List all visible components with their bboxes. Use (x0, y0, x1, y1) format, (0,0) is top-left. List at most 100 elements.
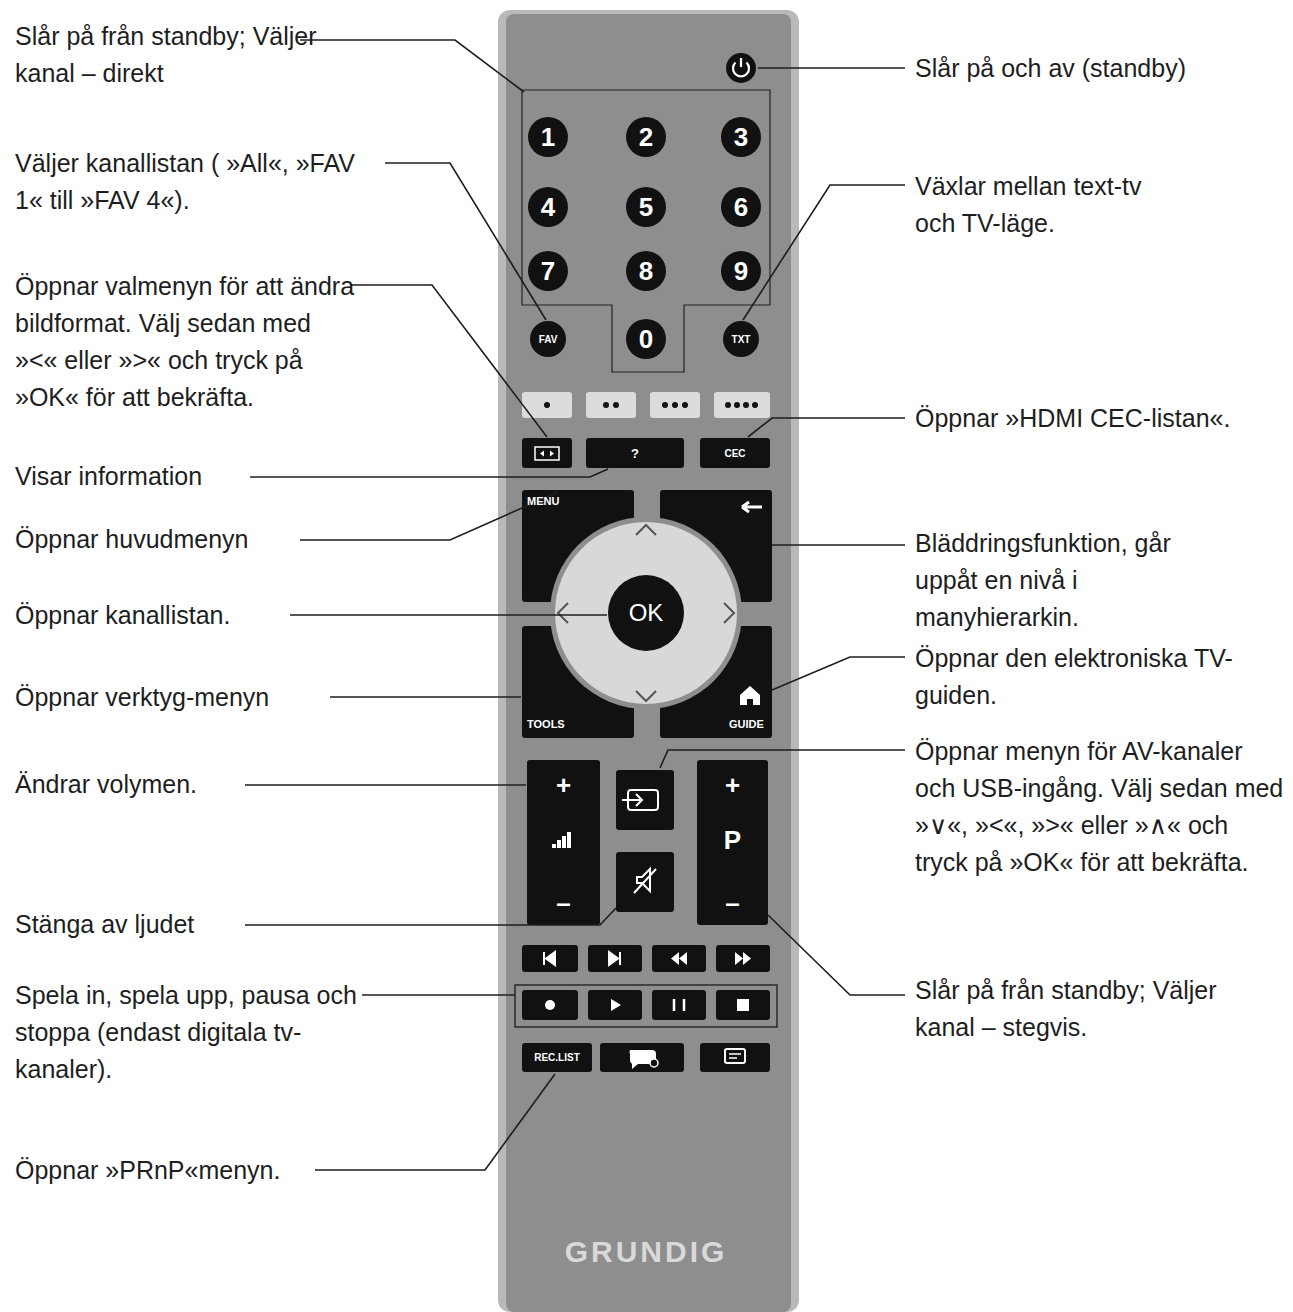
navigation-block (608, 575, 684, 651)
media-buttons (522, 990, 578, 1020)
number-grid (626, 187, 666, 227)
number-grid (723, 321, 759, 357)
navigation-block (558, 603, 568, 623)
volume-program-block (616, 852, 674, 912)
number-grid (528, 117, 568, 157)
button-label: GUIDE (729, 718, 769, 732)
leader-lines (758, 67, 905, 69)
media-buttons (652, 990, 706, 1020)
leader-lines (315, 1074, 555, 1170)
brand-logo: GRUNDIG (546, 1230, 746, 1274)
media-buttons (729, 1054, 741, 1058)
leader-lines (768, 915, 905, 995)
button-digit: 5 (626, 187, 666, 227)
leader-lines (290, 614, 607, 616)
media-buttons (716, 945, 770, 972)
navigation-block (555, 522, 737, 704)
volume-program-block (622, 794, 642, 806)
callout-text: Öppnar »HDMI CEC-listan«. (915, 400, 1290, 437)
media-buttons (588, 990, 642, 1020)
navigation-block (636, 691, 656, 701)
button-digit: 3 (721, 117, 761, 157)
color-buttons (725, 402, 731, 408)
callout-text: Växlar mellan text-tv och TV-läge. (915, 168, 1173, 242)
media-buttons (522, 1043, 592, 1072)
volume-program-block (697, 760, 768, 925)
media-buttons (652, 945, 706, 972)
color-buttons (650, 392, 700, 418)
volume-program-block (527, 760, 600, 925)
remote-body (498, 10, 799, 1312)
button-label: REC.LIST (522, 1043, 592, 1072)
media-buttons (611, 999, 621, 1011)
number-grid (626, 251, 666, 291)
navigation-block (522, 490, 772, 738)
leader-lines (300, 492, 558, 540)
callout-text: Öppnar valmenyn för att ändra bildformat… (15, 268, 360, 416)
button-label: P (697, 824, 768, 856)
remote-body (498, 10, 799, 1312)
navigation-block (550, 517, 742, 709)
button-sign: – (527, 888, 600, 918)
media-buttons (588, 945, 642, 972)
number-grid (626, 319, 666, 359)
callout-text: Slår på från standby; Väljer kanal – dir… (15, 18, 355, 92)
color-buttons (743, 402, 749, 408)
number-grid (721, 117, 761, 157)
callout-text: Väljer kanallistan ( »All«, »FAV 1« till… (15, 145, 375, 219)
function-row (540, 451, 554, 457)
leader-lines (748, 418, 905, 437)
number-grid (528, 251, 568, 291)
power-button (726, 53, 756, 83)
media-buttons (674, 999, 684, 1011)
color-buttons (714, 392, 770, 418)
callout-text: Spela in, spela upp, pausa och stoppa (e… (15, 977, 365, 1088)
leader-lines (660, 750, 905, 768)
callout-text: Bläddringsfunktion, går uppåt en nivå i … (915, 525, 1175, 636)
number-grid (721, 187, 761, 227)
media-buttons (609, 952, 620, 965)
volume-program-block (552, 832, 571, 848)
leader-lines (350, 285, 547, 437)
leader-lines (772, 657, 905, 690)
leader-lines (772, 544, 905, 546)
button-sign: + (697, 770, 768, 800)
number-grid (626, 117, 666, 157)
media-buttons (735, 952, 751, 965)
volume-program-block (634, 869, 656, 893)
button-label: ? (586, 438, 684, 468)
navigation-block (740, 686, 760, 705)
button-digit: 0 (626, 319, 666, 359)
media-buttons (671, 952, 687, 965)
media-buttons (650, 1059, 658, 1067)
callout-text: Öppnar »PRnP«menyn. (15, 1152, 325, 1189)
media-buttons (545, 1000, 555, 1010)
callout-text: Öppnar menyn för AV-kanaler och USB-ingå… (915, 733, 1287, 881)
callout-text: Visar information (15, 458, 315, 495)
button-digit: 2 (626, 117, 666, 157)
remote-body (506, 14, 791, 1312)
navigation-block (742, 502, 762, 512)
volume-program-block (616, 770, 674, 830)
button-label: MENU (527, 495, 587, 509)
function-row (522, 438, 770, 468)
media-buttons (600, 1043, 684, 1072)
media-buttons (522, 945, 578, 972)
button-sign: – (697, 888, 768, 918)
media-buttons (515, 985, 777, 1027)
button-label: FAV (530, 321, 566, 357)
media-buttons (716, 990, 770, 1020)
media-buttons (700, 1043, 770, 1072)
button-label: TXT (723, 321, 759, 357)
media-buttons (544, 952, 555, 965)
leader-lines (245, 784, 526, 786)
button-digit: 1 (528, 117, 568, 157)
color-buttons (603, 402, 609, 408)
callout-text: Slår på och av (standby) (915, 50, 1285, 87)
button-digit: 7 (528, 251, 568, 291)
callout-text: Slår på från standby; Väljer kanal – ste… (915, 972, 1245, 1046)
power-button (740, 58, 742, 67)
leader-lines (385, 163, 546, 320)
media-buttons (725, 1049, 745, 1063)
color-buttons (662, 402, 668, 408)
